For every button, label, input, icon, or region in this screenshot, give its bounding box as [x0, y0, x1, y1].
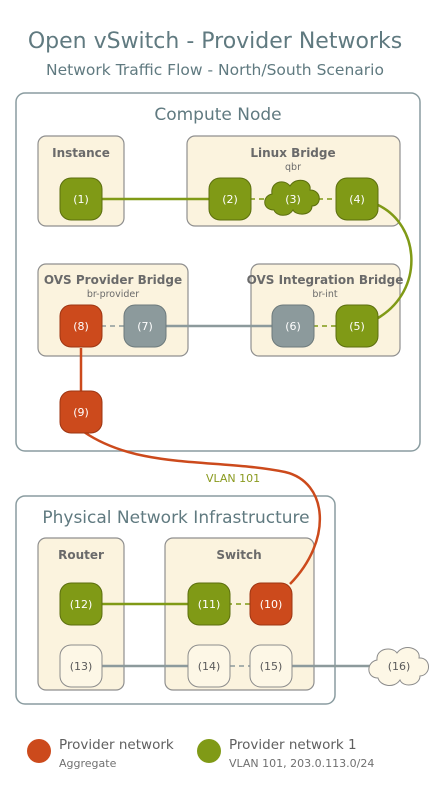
node-13-label: (13) [70, 660, 93, 673]
legend-provider1-title: Provider network 1 [229, 737, 357, 753]
legend-provider1-sub: VLAN 101, 203.0.113.0/24 [229, 757, 374, 770]
node-10-label: (10) [260, 598, 283, 611]
node-5-label: (5) [349, 320, 365, 333]
link-4-5 [377, 203, 413, 320]
node-8 [59, 304, 103, 348]
switch-label: Switch [216, 548, 261, 562]
node-10 [249, 582, 293, 626]
node-5 [335, 304, 379, 348]
legend-provider1-swatch [197, 739, 221, 763]
node-1-label: (1) [73, 193, 89, 206]
node-6 [271, 304, 315, 348]
node-11 [187, 582, 231, 626]
ovs-integration-bridge-sublabel: br-int [312, 289, 337, 300]
link-9-10-vlan [83, 430, 322, 585]
node-2-label: (2) [222, 193, 238, 206]
node-16-cloud [368, 647, 429, 686]
node-13 [59, 644, 103, 688]
page-subtitle: Network Traffic Flow - North/South Scena… [46, 61, 384, 79]
ovs-integration-bridge-label: OVS Integration Bridge [247, 273, 404, 287]
node-12-label: (12) [70, 598, 93, 611]
node-8-label: (8) [73, 320, 89, 333]
legend-provider-swatch [27, 739, 51, 763]
node-7 [123, 304, 167, 348]
node-1 [59, 177, 103, 221]
node-4 [335, 177, 379, 221]
ovs-provider-bridge-sublabel: br-provider [87, 289, 139, 300]
node-2 [208, 177, 252, 221]
node-12 [59, 582, 103, 626]
node-3-label: (3) [285, 193, 301, 206]
node-7-label: (7) [137, 320, 153, 333]
ovs-provider-bridge-label: OVS Provider Bridge [44, 273, 182, 287]
legend-provider-title: Provider network [59, 737, 174, 753]
node-14 [187, 644, 231, 688]
router-label: Router [58, 548, 104, 562]
page-title: Open vSwitch - Provider Networks [28, 29, 402, 54]
node-9-label: (9) [73, 406, 89, 419]
linux-bridge-label: Linux Bridge [250, 146, 335, 160]
node-9 [59, 390, 103, 434]
node-16-label: (16) [388, 660, 411, 673]
node-4-label: (4) [349, 193, 365, 206]
node-6-label: (6) [285, 320, 301, 333]
node-3-cloud [264, 179, 320, 216]
vlan-label: VLAN 101 [206, 472, 260, 485]
instance-label: Instance [52, 146, 110, 160]
compute-node-label: Compute Node [154, 105, 281, 125]
legend-provider-sub: Aggregate [59, 757, 117, 770]
linux-bridge-sublabel: qbr [285, 162, 301, 173]
physical-network-label: Physical Network Infrastructure [42, 508, 309, 528]
node-14-label: (14) [198, 660, 221, 673]
node-15 [249, 644, 293, 688]
node-11-label: (11) [198, 598, 221, 611]
node-15-label: (15) [260, 660, 283, 673]
